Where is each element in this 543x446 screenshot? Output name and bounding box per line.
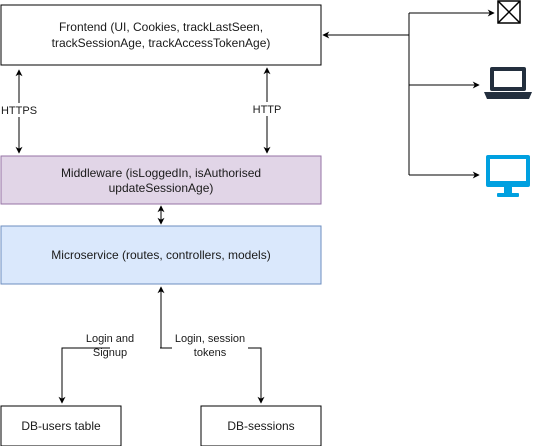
middleware-label-line2: updateSessionAge) <box>109 181 214 195</box>
http-label: HTTP <box>253 104 282 116</box>
laptop-icon <box>484 67 532 99</box>
middleware-label-line1: Middleware (isLoggedIn, isAuthorised <box>61 166 261 180</box>
microservice-node: Microservice (routes, controllers, model… <box>0 225 322 285</box>
edge-microservice-db-users: Login and Signup <box>58 286 165 404</box>
edge-frontend-middleware-http: HTTP <box>251 67 283 154</box>
db-users-label: DB-users table <box>21 419 101 433</box>
login-signup-label-line2: Signup <box>93 347 127 359</box>
edge-frontend-middleware-https: HTTPS <box>1 69 39 154</box>
login-signup-label-line1: Login and <box>86 333 134 345</box>
edge-microservice-db-sessions: Login, session tokens <box>161 330 265 404</box>
db-sessions-label: DB-sessions <box>227 419 294 433</box>
frontend-label-line1: Frontend (UI, Cookies, trackLastSeen, <box>59 20 263 34</box>
login-session-label-line2: tokens <box>194 347 227 359</box>
https-label: HTTPS <box>1 105 37 117</box>
db-users-node: DB-users table <box>0 405 122 446</box>
frontend-node: Frontend (UI, Cookies, trackLastSeen, tr… <box>0 4 322 66</box>
frontend-label-line2: trackSessionAge, trackAccessTokenAge) <box>52 36 271 50</box>
edge-clients-frontend <box>322 9 495 179</box>
desktop-monitor-icon <box>486 155 530 197</box>
login-session-label-line1: Login, session <box>175 333 245 345</box>
db-sessions-node: DB-sessions <box>200 405 322 446</box>
middleware-node: Middleware (isLoggedIn, isAuthorised upd… <box>0 155 322 205</box>
microservice-label: Microservice (routes, controllers, model… <box>51 248 270 262</box>
crossed-box-icon <box>497 0 521 24</box>
